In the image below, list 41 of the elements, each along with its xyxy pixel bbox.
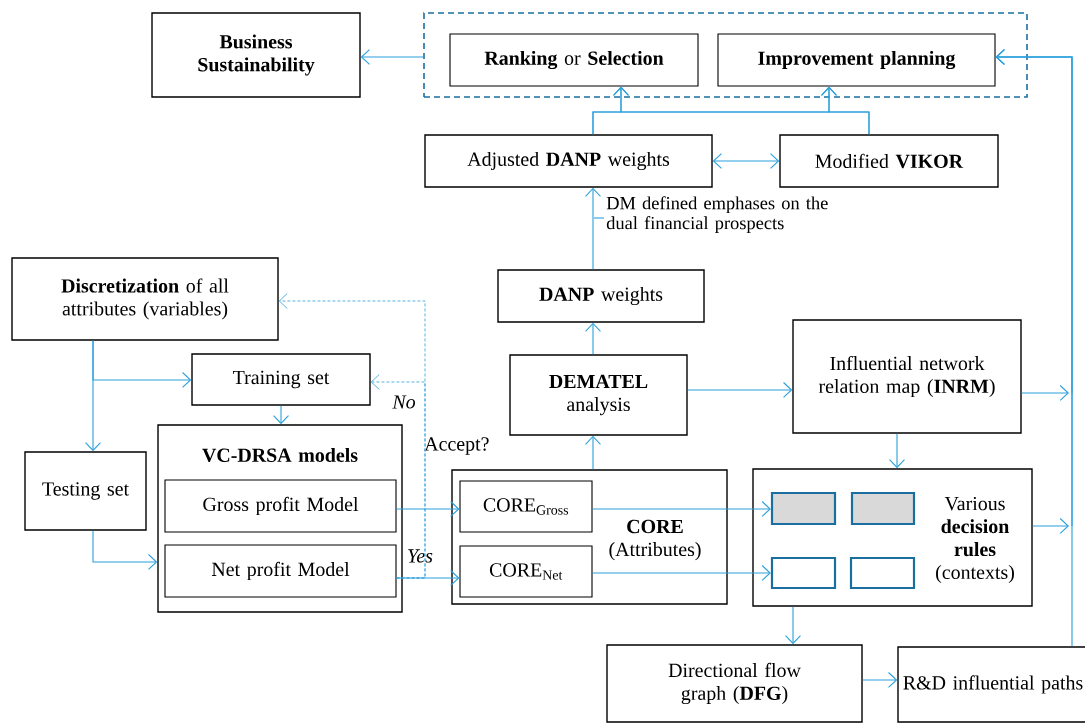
process-box: DEMATEL analysis [509, 354, 688, 436]
process-box: CORE$_{Gross}$ [459, 480, 593, 533]
arrow [712, 153, 780, 169]
process-box: Ranking or Selection [449, 33, 699, 87]
arrow [862, 671, 898, 688]
arrow [995, 49, 1073, 647]
process-box: Adjusted DANP weights [424, 134, 713, 188]
arrow [889, 433, 905, 469]
process-box: Testing set [24, 451, 147, 531]
arrow [585, 187, 602, 270]
annotation-text: Accept? [424, 437, 489, 455]
annotation-text: DM defined emphases on the dual financial prospects [606, 196, 828, 233]
arrow [585, 435, 602, 470]
arrow [85, 340, 102, 452]
process-box: Business Sustainability [151, 12, 361, 98]
arrow [92, 530, 158, 570]
process-box: Discretization of all attributes (variables) [11, 257, 279, 341]
process-box: R&D influential paths [897, 646, 1085, 723]
dashed-group-box [423, 12, 1028, 98]
process-box: Gross profit Model [164, 479, 397, 533]
process-box: DANP weights [497, 269, 705, 323]
process-box: Modified VIKOR [779, 134, 999, 188]
process-box: Training set [191, 353, 371, 406]
arrow [785, 606, 802, 645]
arrow [396, 500, 460, 517]
group-box: Various decision rules (contexts) [752, 468, 1033, 607]
edge-label: No [391, 394, 417, 410]
process-box: Directional flow graph (DFG) [606, 644, 863, 723]
arrow [821, 86, 870, 135]
arrow [585, 322, 602, 355]
arrow [592, 564, 771, 581]
arrow [272, 405, 290, 425]
edge-label: Yes [406, 548, 434, 564]
dashed-arrow [370, 374, 426, 579]
process-box: CORE$_{Net}$ [459, 545, 593, 598]
process-box: Net profit Model [164, 544, 397, 598]
process-box: Improvement planning [717, 33, 996, 87]
arrow [687, 381, 793, 399]
process-box: Influential network relation map (INRM) [792, 319, 1022, 434]
arrow [360, 49, 424, 65]
arrow [592, 500, 771, 517]
